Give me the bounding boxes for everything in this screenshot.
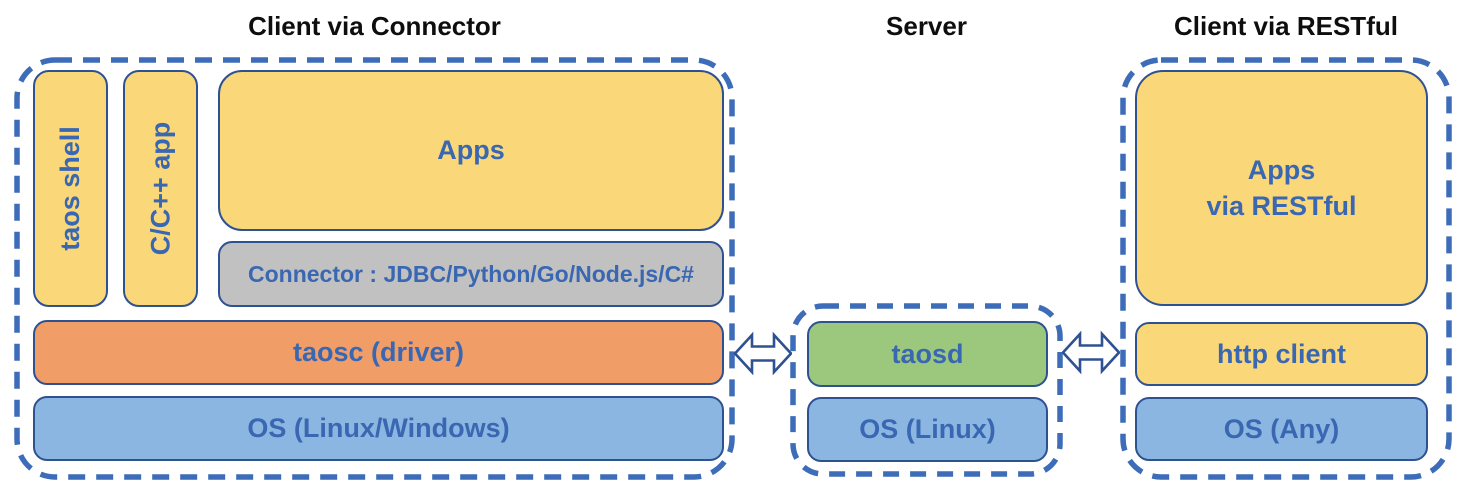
apps-via-restful-label: Apps via RESTful [1206,152,1356,225]
taosc-driver-label: taosc (driver) [292,337,465,367]
taosd-label: taosd [891,338,964,369]
box-apps: Apps [218,70,724,231]
server-section-frame [790,303,1063,477]
apps-via-restful-line2: via RESTful [1206,191,1357,221]
section-title-server: Server [886,10,967,41]
box-connector: Connector : JDBC/Python/Go/Node.js/C# [218,241,724,307]
box-taosc-driver: taosc (driver) [33,320,724,385]
box-apps-via-restful: Apps via RESTful [1135,70,1428,306]
os-any-label: OS (Any) [1223,413,1340,444]
client-restful-section-frame [1120,57,1452,480]
connector-label: Connector : JDBC/Python/Go/Node.js/C# [248,260,694,287]
os-linux-label: OS (Linux) [859,414,996,444]
section-title-client-connector: Client via Connector [248,10,501,41]
apps-via-restful-line1: Apps [1247,154,1316,185]
os-linux-windows-label: OS (Linux/Windows) [247,413,510,443]
cpp-app-label: C/C++ app [145,121,176,256]
box-os-linux: OS (Linux) [807,397,1048,462]
box-http-client: http client [1135,322,1428,386]
apps-label: Apps [437,135,505,165]
box-os-linux-windows: OS (Linux/Windows) [33,396,724,461]
box-cpp-app: C/C++ app [123,70,198,307]
box-taosd: taosd [807,321,1048,387]
box-taos-shell: taos shell [33,70,108,307]
client-connector-section-frame [14,57,735,480]
double-arrow-icon [1061,329,1121,381]
box-os-any: OS (Any) [1135,397,1428,461]
http-client-label: http client [1217,338,1346,369]
section-title-client-restful: Client via RESTful [1174,10,1398,41]
double-arrow-icon [733,330,793,382]
taos-shell-label: taos shell [55,126,86,251]
